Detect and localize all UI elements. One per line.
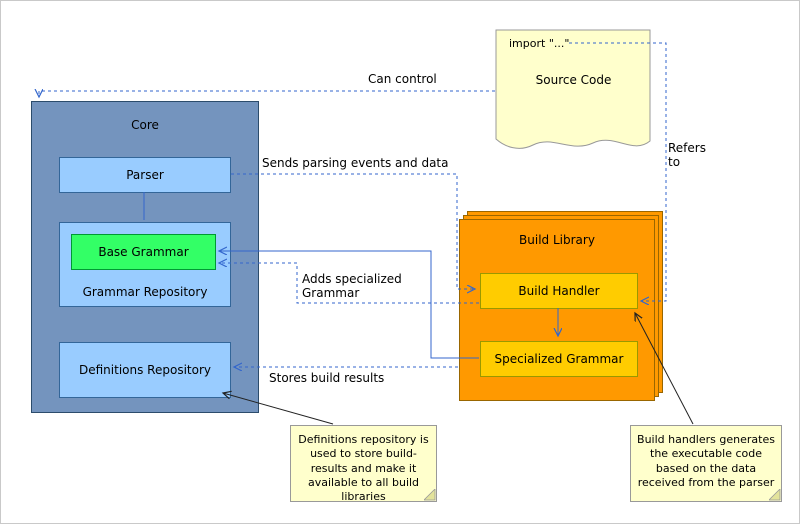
parser-label: Parser <box>126 168 164 182</box>
source-code-title: Source Code <box>535 73 612 87</box>
definitions-repository-label: Definitions Repository <box>79 363 211 377</box>
edge-label-stores-build: Stores build results <box>269 371 385 385</box>
build-library-node: Build Library Build Handler Specialized … <box>459 219 655 401</box>
core-node: Core Parser Base Grammar Grammar Reposit… <box>31 101 259 413</box>
can-control-line <box>39 91 495 97</box>
specialized-grammar-label: Specialized Grammar <box>494 352 624 366</box>
edge-label-sends-parsing: Sends parsing events and data <box>262 156 449 170</box>
source-code-node: import "..." Source Code <box>495 29 652 161</box>
core-title: Core <box>131 118 159 132</box>
base-grammar-node: Base Grammar <box>71 234 216 270</box>
build-handler-label: Build Handler <box>518 284 600 298</box>
grammar-repository-node: Base Grammar Grammar Repository <box>59 222 231 307</box>
edge-label-can-control: Can control <box>368 72 437 86</box>
sticky-note-definitions-text: Definitions repository is used to store … <box>298 433 429 504</box>
grammar-repository-label: Grammar Repository <box>82 285 208 299</box>
note-fold-icon <box>424 489 436 501</box>
edge-label-adds-specialized: Adds specialized Grammar <box>302 272 402 300</box>
build-handler-node: Build Handler <box>480 273 638 309</box>
definitions-repository-node: Definitions Repository <box>59 342 231 398</box>
sticky-note-definitions: Definitions repository is used to store … <box>290 425 437 504</box>
base-grammar-label: Base Grammar <box>98 245 189 259</box>
note-fold-icon <box>769 489 781 501</box>
build-library-title: Build Library <box>519 233 595 247</box>
edge-label-refers-to: Refers to <box>668 141 706 169</box>
parser-node: Parser <box>59 157 231 193</box>
sticky-note-build-handlers: Build handlers generates the executable … <box>630 425 782 502</box>
specialized-grammar-node: Specialized Grammar <box>480 341 638 377</box>
source-code-import-label: import "..." <box>509 37 570 50</box>
sticky-note-build-handlers-text: Build handlers generates the executable … <box>637 433 775 489</box>
